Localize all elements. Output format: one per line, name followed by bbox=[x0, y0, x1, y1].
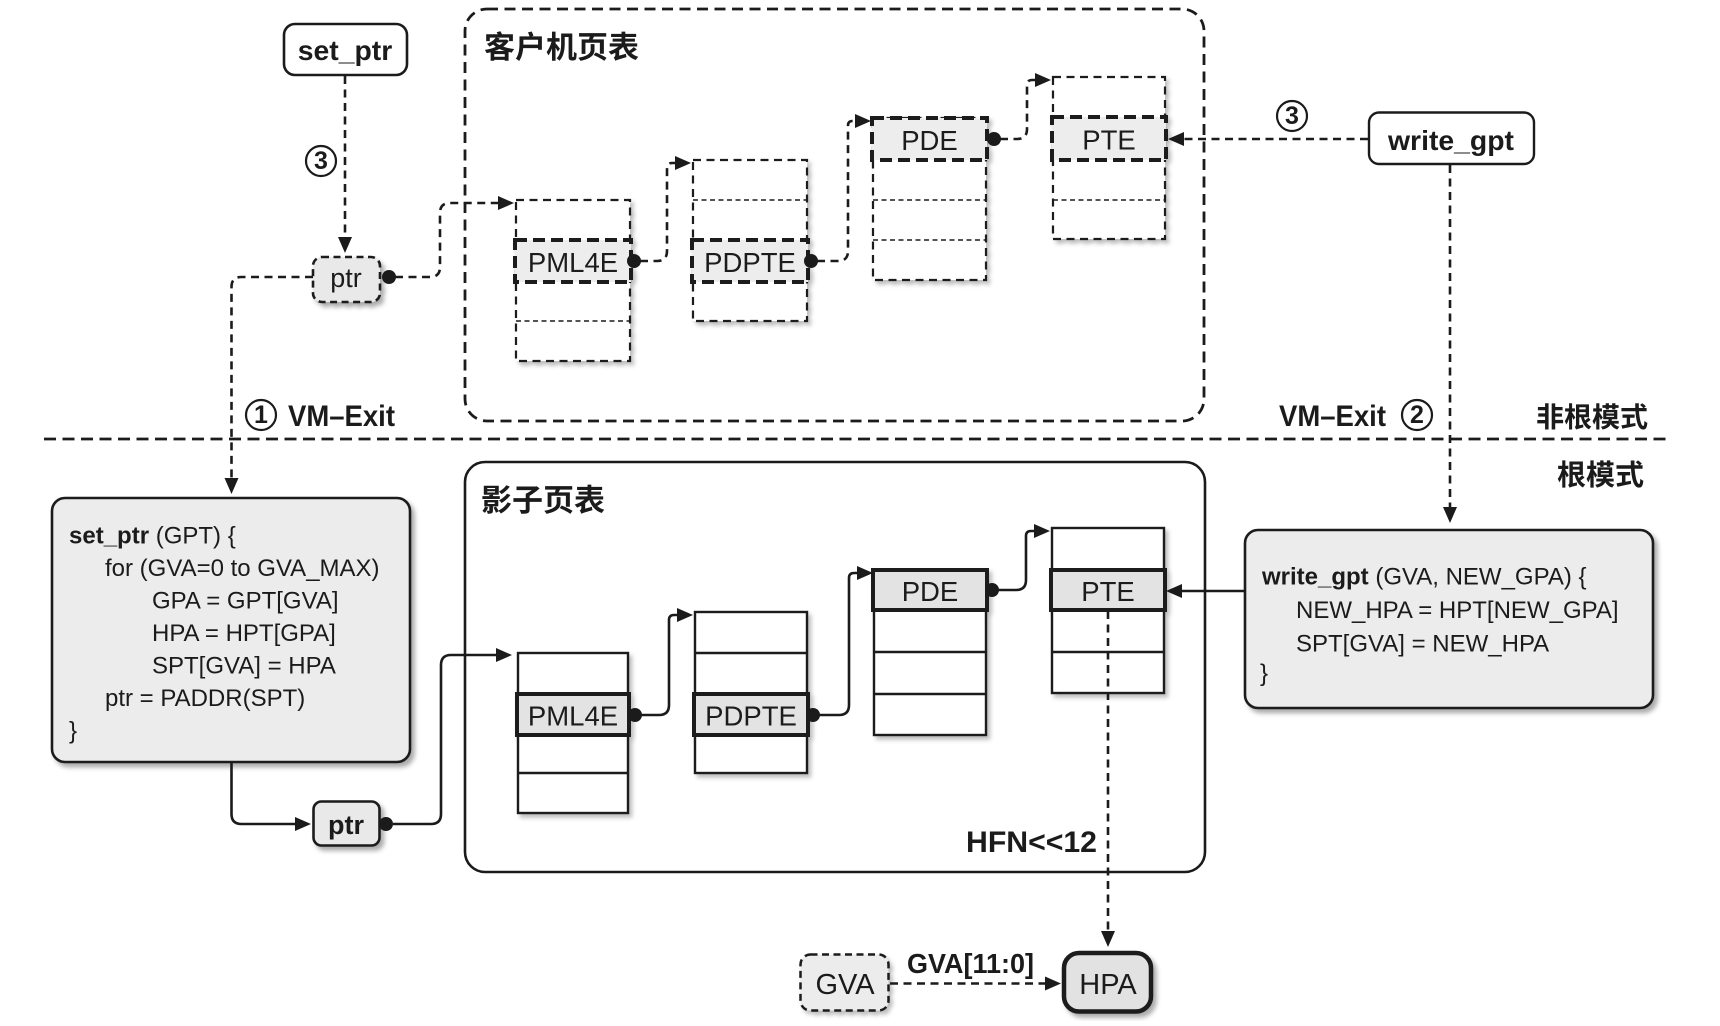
svg-text:PDE: PDE bbox=[901, 125, 958, 156]
svg-text:HPA: HPA bbox=[1079, 969, 1137, 1001]
svg-text:}: } bbox=[69, 718, 77, 745]
svg-text:write_gpt: write_gpt bbox=[1387, 125, 1514, 156]
svg-text:ptr: ptr bbox=[328, 810, 364, 840]
svg-text:GVA[11:0]: GVA[11:0] bbox=[907, 948, 1034, 979]
svg-text:ptr: ptr bbox=[330, 263, 362, 293]
svg-text:PDE: PDE bbox=[902, 576, 959, 607]
svg-text:HFN<<12: HFN<<12 bbox=[966, 826, 1097, 859]
svg-text:SPT[GVA] = NEW_HPA: SPT[GVA] = NEW_HPA bbox=[1296, 631, 1549, 658]
svg-text:GVA: GVA bbox=[815, 969, 875, 1001]
svg-text:set_ptr: set_ptr bbox=[298, 35, 393, 66]
svg-text:2: 2 bbox=[1410, 401, 1424, 429]
svg-text:write_gpt (GVA, NEW_GPA) {: write_gpt (GVA, NEW_GPA) { bbox=[1261, 564, 1587, 591]
svg-text:set_ptr (GPT) {: set_ptr (GPT) { bbox=[69, 523, 236, 550]
svg-text:HPA = HPT[GPA]: HPA = HPT[GPA] bbox=[152, 620, 336, 647]
svg-text:ptr = PADDR(SPT): ptr = PADDR(SPT) bbox=[105, 685, 305, 712]
svg-text:PML4E: PML4E bbox=[528, 247, 618, 278]
svg-text:PTE: PTE bbox=[1082, 125, 1135, 156]
svg-text:VM–Exit: VM–Exit bbox=[288, 400, 395, 433]
svg-text:PTE: PTE bbox=[1081, 576, 1134, 607]
svg-text:3: 3 bbox=[1285, 102, 1299, 130]
svg-text:PDPTE: PDPTE bbox=[704, 247, 796, 278]
svg-text:PDPTE: PDPTE bbox=[705, 701, 797, 732]
svg-text:SPT[GVA] = HPA: SPT[GVA] = HPA bbox=[152, 653, 336, 680]
svg-text:1: 1 bbox=[254, 401, 268, 429]
svg-text:VM–Exit: VM–Exit bbox=[1279, 400, 1386, 433]
svg-text:}: } bbox=[1260, 660, 1268, 687]
svg-text:GPA = GPT[GVA]: GPA = GPT[GVA] bbox=[152, 588, 339, 615]
svg-text:PML4E: PML4E bbox=[528, 701, 618, 732]
svg-text:NEW_HPA = HPT[NEW_GPA]: NEW_HPA = HPT[NEW_GPA] bbox=[1296, 597, 1619, 624]
svg-text:for (GVA=0 to GVA_MAX): for (GVA=0 to GVA_MAX) bbox=[105, 555, 380, 582]
svg-text:3: 3 bbox=[314, 147, 328, 175]
